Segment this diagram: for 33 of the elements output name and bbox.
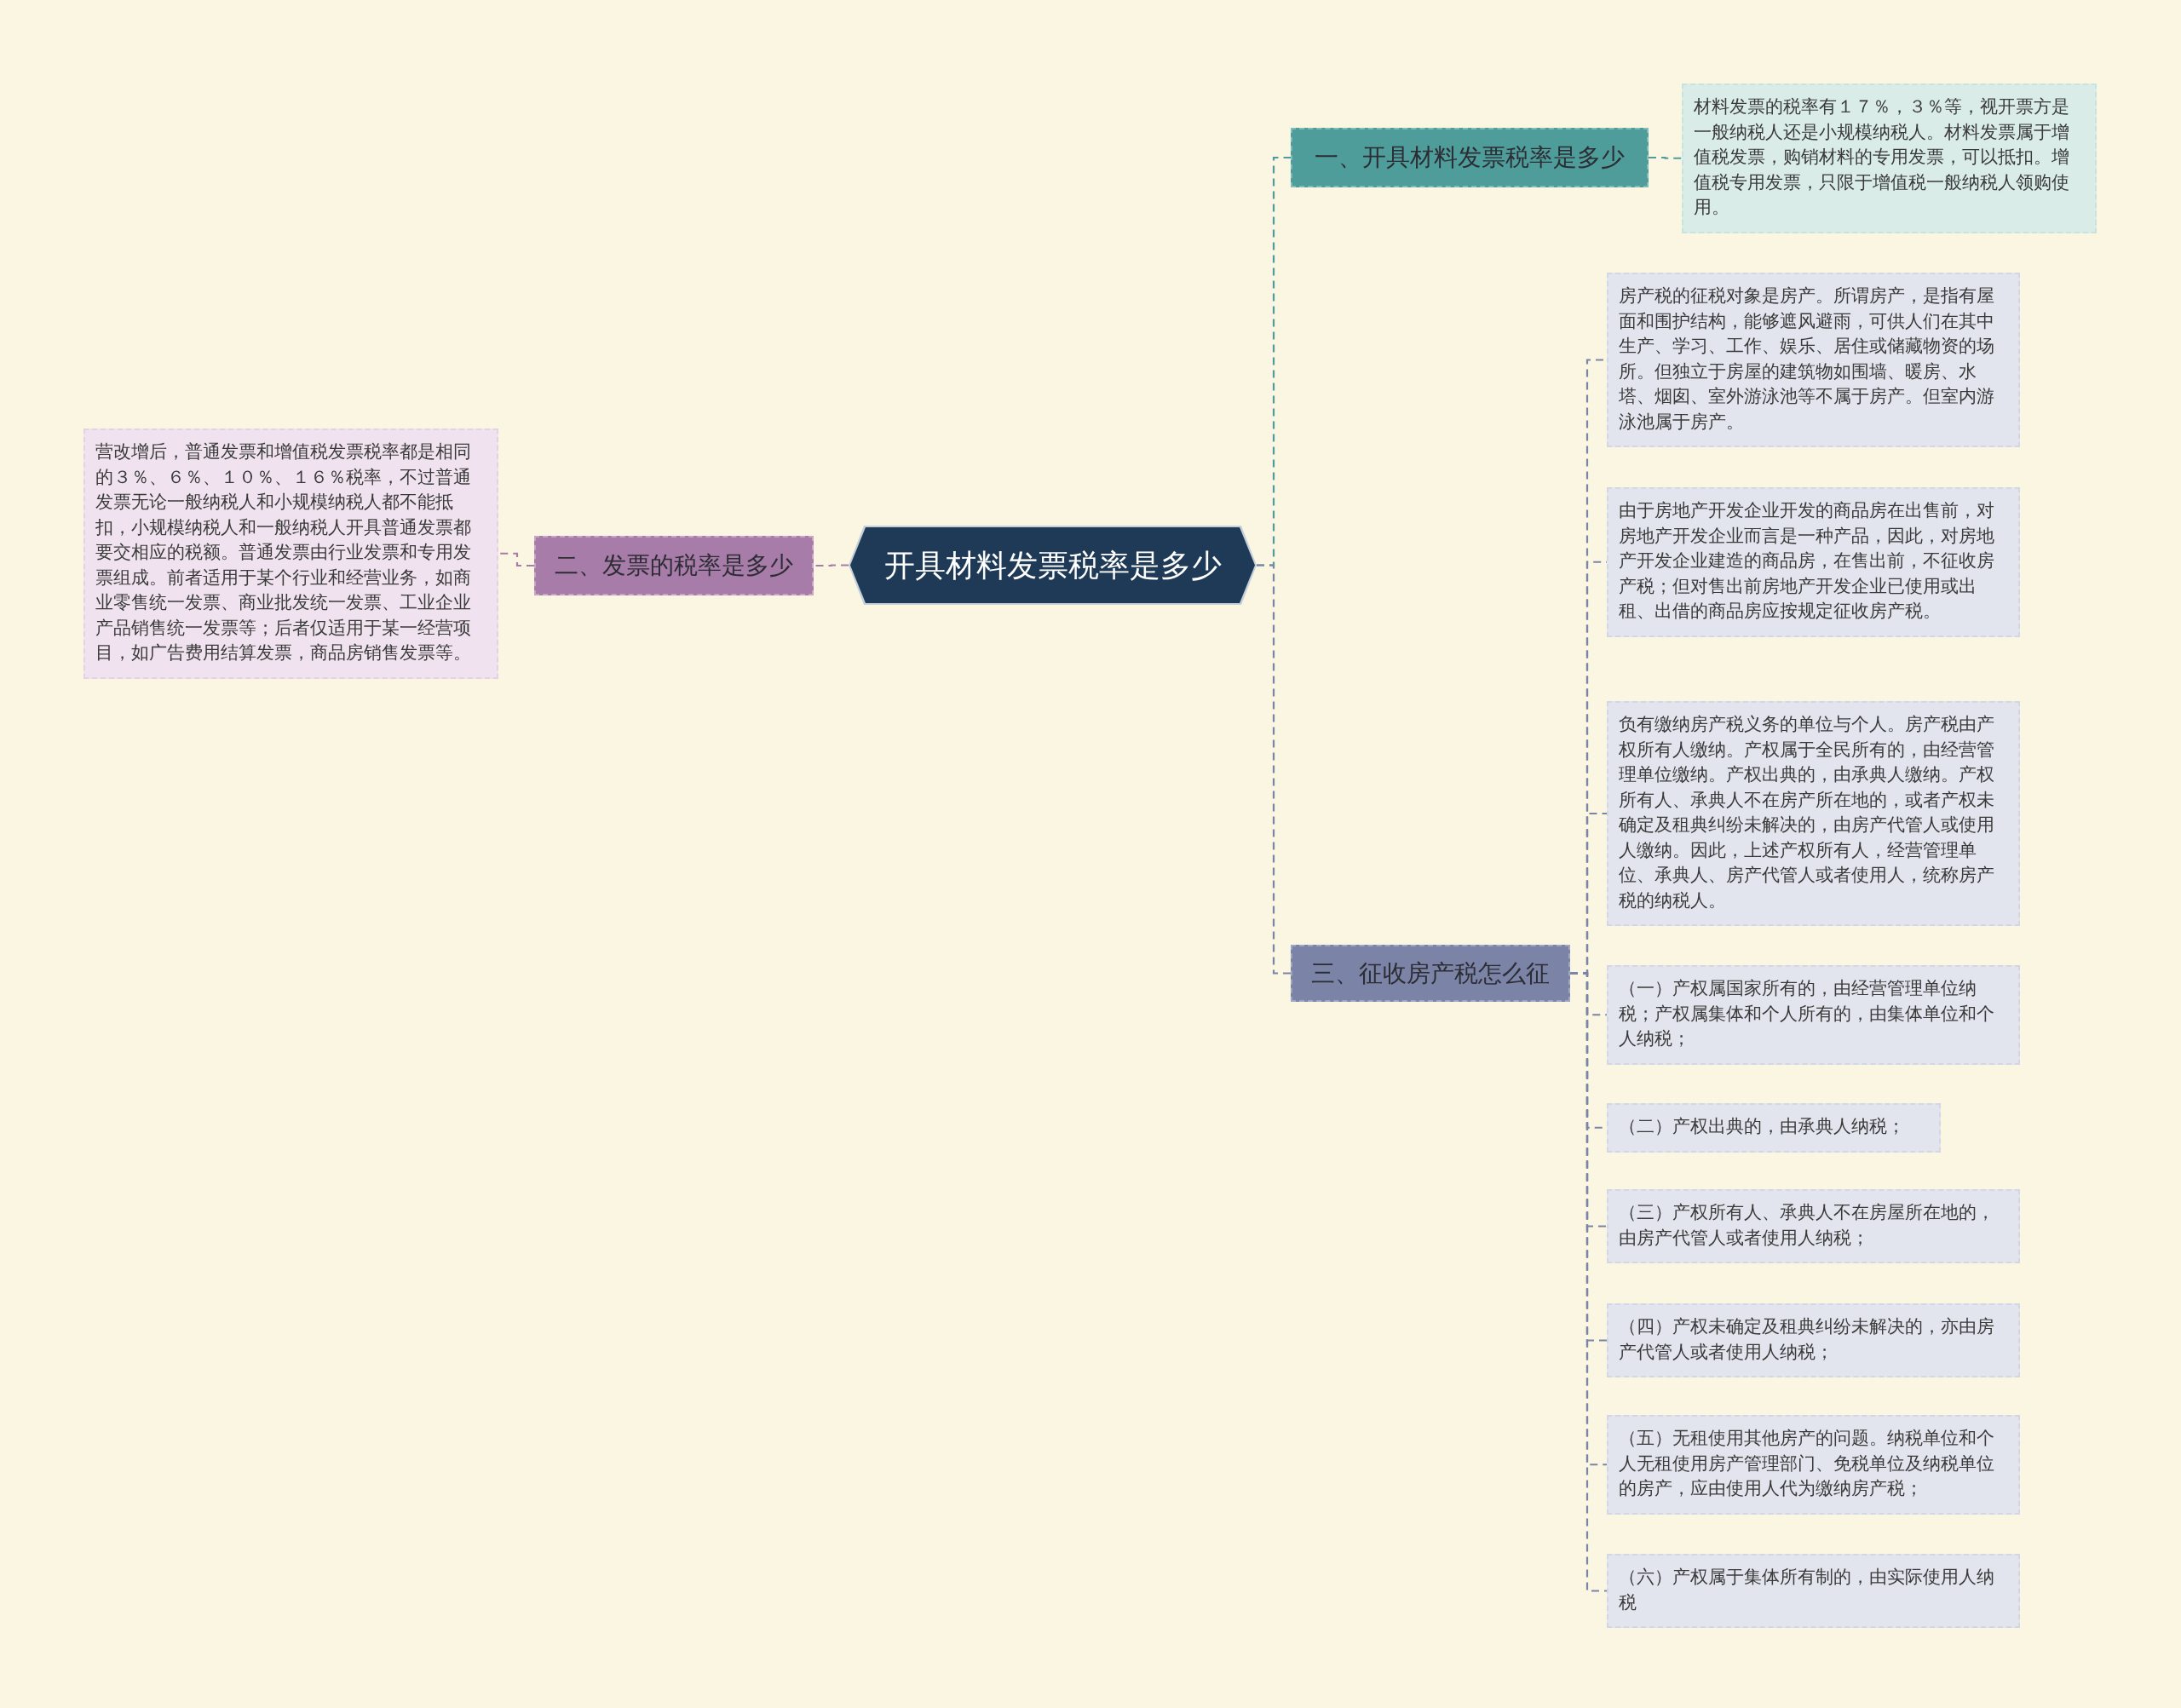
subtopic-title: 二、发票的税率是多少 [555, 550, 793, 581]
subtopic-title: 一、开具材料发票税率是多少 [1315, 142, 1625, 173]
subtopic-card [534, 536, 814, 595]
note-card [1607, 701, 2020, 926]
note-text: （六）产权属于集体所有制的，由实际使用人纳税 [1619, 1566, 1995, 1614]
connector-line [498, 552, 534, 567]
subtopic-title: 三、征收房产税怎么征 [1311, 958, 1550, 989]
note-card [1607, 1303, 2020, 1377]
connector-line [814, 564, 849, 567]
central-topic-title: 开具材料发票税率是多少 [883, 546, 1222, 584]
subtopic-card [1291, 128, 1649, 187]
note-text: （四）产权未确定及租典纠纷未解决的，亦由房产代管人或者使用人纳税； [1619, 1315, 1995, 1364]
note-text: （五）无租使用其他房产的问题。纳税单位和个人无租使用房产管理部门、免税单位及纳税单位的房产，应由使用人代为缴纳房产税； [1619, 1427, 1995, 1500]
note-card [1607, 1189, 2020, 1263]
note-text: （三）产权所有人、承典人不在房屋所在地的，由房产代管人或者使用人纳税； [1619, 1201, 1995, 1250]
note-card [1607, 1103, 1941, 1153]
connector-line [1257, 564, 1291, 975]
note-text: 由于房地产开发企业开发的商品房在出售前，对房地产开发企业而言是一种产品，因此，对房地产开发企业建造的商品房，在售出前，不征收房产税；但对售出前房地产开发企业已使用或出租、出借的商品房应按规定征收房产税。 [1619, 499, 1995, 623]
note-text: 负有缴纳房产税义务的单位与个人。房产税由产权所有人缴纳。产权属于全民所有的，由经营管理单位缴纳。产权出典的，由承典人缴纳。产权所有人、承典人不在房产所在地的，或者产权未确定及租典纠纷未解决的，由房产代管人或使用人缴纳。因此，上述产权所有人，经营管理单位、承典人、房产代管人或者使用人，统称房产税的纳税人。 [1619, 713, 1995, 912]
note-card [1607, 1415, 2020, 1515]
note-card [1607, 273, 2020, 447]
note-text: 房产税的征税对象是房产。所谓房产，是指有屋面和围护结构，能够遮风避雨，可供人们在其中生产、学习、工作、娱乐、居住或储藏物资的场所。但独立于房屋的建筑物如围墙、暖房、水塔、烟囱、室外游泳池等不属于房产。但室内游泳池属于房产。 [1619, 285, 1995, 434]
note-card [1682, 83, 2097, 233]
subtopic-card [1291, 945, 1570, 1002]
note-card [1607, 1554, 2020, 1628]
note-text: （一）产权属国家所有的，由经营管理单位纳税；产权属集体和个人所有的，由集体单位和个人纳税； [1619, 977, 1995, 1050]
note-card [1607, 487, 2020, 637]
note-card [83, 428, 498, 679]
note-card [1607, 965, 2020, 1065]
note-text: （二）产权出典的，由承典人纳税； [1619, 1115, 1906, 1138]
note-text: 营改增后，普通发票和增值税发票税率都是相同的３％、６％、１０％、１６％税率，不过普通发票无论一般纳税人和小规模纳税人都不能抵扣，小规模纳税人和一般纳税人开具普通发票都要交相应的税额。普通发票由行业发票和专用发票组成。前者适用于某个行业和经营业务，如商业零售统一发票、商业批发统一发票、工业企业产品销售统一发票等；后者仅适用于某一经营项目，如广告费用结算发票，商品房销售发票等。 [95, 440, 472, 664]
connector-line [1649, 156, 1682, 159]
note-text: 材料发票的税率有１７％，３％等，视开票方是一般纳税人还是小规模纳税人。材料发票属于增值税发票，购销材料的专用发票，可以抵扣。增值税专用发票，只限于增值税一般纳税人领购使用。 [1694, 95, 2070, 219]
